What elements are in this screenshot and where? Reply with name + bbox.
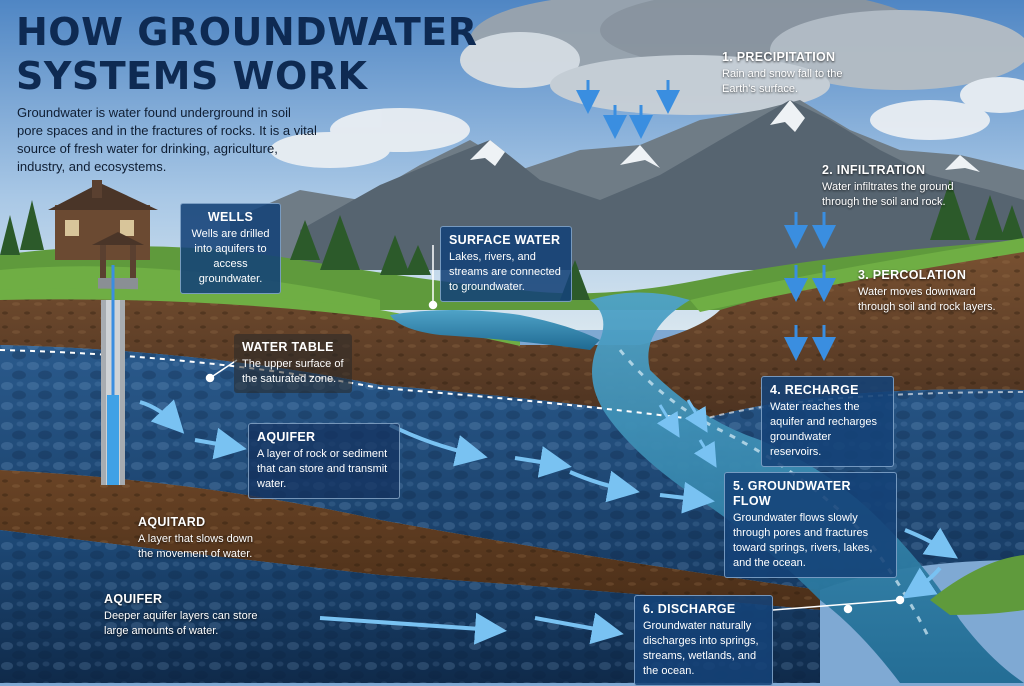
aquitard-label: AQUITARD A layer that slows down the mov…	[138, 515, 268, 562]
aquitard-text: A layer that slows down the movement of …	[138, 533, 253, 560]
step-6-heading: 6. DISCHARGE	[643, 602, 736, 616]
step-2-infiltration: 2. INFILTRATION Water infiltrates the gr…	[822, 163, 992, 210]
water-table-line	[0, 349, 701, 421]
surface-water-heading: SURFACE WATER	[449, 233, 561, 247]
step-4-text: Water reaches the aquifer and recharges …	[770, 401, 878, 458]
step-3-percolation: 3. PERCOLATION Water moves downward thro…	[858, 268, 1008, 315]
well-casing	[101, 265, 125, 485]
water-table-heading: WATER TABLE	[242, 340, 334, 354]
page-title: HOW GROUNDWATER SYSTEMS WORK	[16, 10, 478, 98]
step-5-text: Groundwater flows slowly through pores a…	[733, 512, 873, 569]
aquifer-upper-label: AQUIFER A layer of rock or sediment that…	[248, 423, 400, 499]
step-6-text: Groundwater naturally discharges into sp…	[643, 620, 759, 677]
aquifer-deep-text: Deeper aquifer layers can store large am…	[104, 610, 258, 637]
step-1-precipitation: 1. PRECIPITATION Rain and snow fall to t…	[722, 50, 852, 97]
aquifer-upper-text: A layer of rock or sediment that can sto…	[257, 448, 388, 490]
aquifer-upper-heading: AQUIFER	[257, 430, 316, 444]
step-3-heading: 3. PERCOLATION	[858, 268, 967, 282]
lake	[390, 310, 600, 350]
step-1-text: Rain and snow fall to the Earth's surfac…	[722, 68, 843, 95]
storm-clouds	[270, 0, 1024, 168]
trees	[0, 180, 1024, 300]
water-table-text: The upper surface of the saturated zone.	[242, 358, 344, 385]
aquifer-deep-heading: AQUIFER	[104, 592, 163, 606]
infiltration-arrows	[784, 212, 836, 361]
snow-caps	[470, 100, 980, 172]
step-4-recharge: 4. RECHARGE Water reaches the aquifer an…	[761, 376, 894, 467]
step-5-groundwater-flow: 5. GROUNDWATER FLOW Groundwater flows sl…	[724, 472, 897, 578]
step-5-heading: 5. GROUNDWATER FLOW	[733, 479, 851, 508]
intro-paragraph: Groundwater is water found underground i…	[17, 105, 317, 174]
wells-text: Wells are drilled into aquifers to acces…	[191, 228, 270, 285]
step-3-text: Water moves downward through soil and ro…	[858, 286, 996, 313]
rain-arrows	[576, 80, 680, 139]
wells-label: WELLS Wells are drilled into aquifers to…	[180, 203, 281, 294]
pointer-lines	[205, 245, 905, 614]
water-table-label: WATER TABLE The upper surface of the sat…	[234, 334, 352, 393]
step-1-heading: 1. PRECIPITATION	[722, 50, 836, 64]
wells-heading: WELLS	[207, 210, 254, 224]
step-2-heading: 2. INFILTRATION	[822, 163, 926, 177]
aquitard-heading: AQUITARD	[138, 515, 206, 529]
aquifer-deep-label: AQUIFER Deeper aquifer layers can store …	[104, 592, 264, 639]
step-4-heading: 4. RECHARGE	[770, 383, 859, 397]
step-6-discharge: 6. DISCHARGE Groundwater naturally disch…	[634, 595, 773, 686]
step-2-text: Water infiltrates the ground through the…	[822, 181, 954, 208]
surface-water-label: SURFACE WATER Lakes, rivers, and streams…	[440, 226, 572, 302]
groundwater-flow-arrows	[139, 399, 958, 645]
surface-water-text: Lakes, rivers, and streams are connected…	[449, 251, 561, 293]
recharge-arrows	[656, 399, 717, 468]
